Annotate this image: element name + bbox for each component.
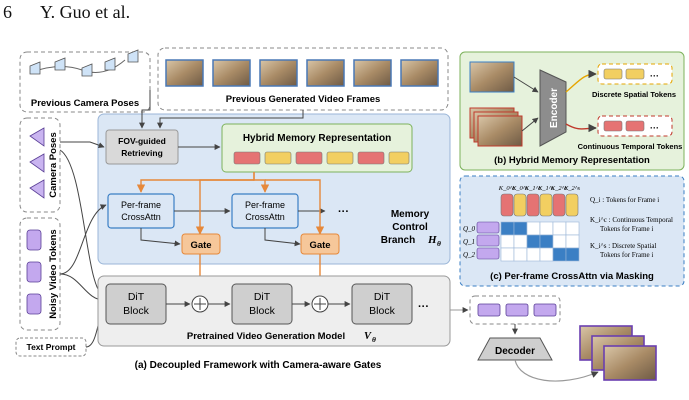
dit-ellipsis: ··· xyxy=(418,301,429,313)
legend-kc-line1: K_i^c : Continuous Temporal xyxy=(590,216,673,224)
previous-video-frames-box: Previous Generated Video Frames xyxy=(157,47,449,111)
hybrid-memory-label: Hybrid Memory Representation xyxy=(243,133,391,144)
dit-2-line2: Block xyxy=(249,305,275,317)
mask-col-2: K_1^c xyxy=(524,185,542,192)
encoder-block xyxy=(539,69,567,147)
add-node-2 xyxy=(311,295,329,313)
discrete-tokens-label: Discrete Spatial Tokens xyxy=(592,90,676,99)
output-frames xyxy=(579,325,657,381)
fov-retrieving-line1: FOV-guided xyxy=(118,136,166,146)
branch-ellipsis: ··· xyxy=(338,206,349,218)
gate-1-label: Gate xyxy=(190,240,211,251)
crossattn-1-line2: CrossAttn xyxy=(121,212,161,222)
gate-2: Gate xyxy=(300,233,340,255)
mask-row-1: Q_1 xyxy=(463,238,475,246)
crossattn-block-2: Per-frame CrossAttn xyxy=(231,193,299,229)
continuous-ellipsis: ··· xyxy=(650,123,659,133)
discrete-ellipsis: ··· xyxy=(650,71,659,81)
previous-camera-poses-label: Previous Camera Poses xyxy=(31,98,139,109)
decoder-block: Decoder xyxy=(477,337,553,361)
mask-col-4: K_2^c xyxy=(550,185,568,192)
crossattn-block-1: Per-frame CrossAttn xyxy=(107,193,175,229)
output-tokens-box xyxy=(469,295,561,325)
pretrained-model-label: Pretrained Video Generation Model xyxy=(187,331,345,342)
pretrained-subscript: θ xyxy=(372,335,376,344)
camera-poses-label: Camera Poses xyxy=(48,132,59,197)
dit-block-3: DiT Block xyxy=(351,283,413,325)
crossattn-2-line2: CrossAttn xyxy=(245,212,285,222)
previous-video-frames-label: Previous Generated Video Frames xyxy=(226,94,381,105)
panel-b: Encoder ··· Discrete Spatial Tokens ··· … xyxy=(459,51,685,171)
decoder-label: Decoder xyxy=(495,346,535,357)
dit-2-line1: DiT xyxy=(254,291,271,303)
branch-subscript: θ xyxy=(437,239,441,248)
previous-camera-poses-box: Previous Camera Poses xyxy=(19,49,151,113)
branch-line3: Branch xyxy=(381,235,415,246)
crossattn-2-line1: Per-frame xyxy=(245,200,285,210)
fov-retrieving-box: FOV-guided Retrieving xyxy=(105,129,179,165)
crossattn-1-line1: Per-frame xyxy=(121,200,161,210)
caption-c: (c) Per-frame CrossAttn via Masking xyxy=(490,271,654,282)
page-number: 6 xyxy=(3,2,12,22)
add-node-1 xyxy=(191,295,209,313)
dit-block-2: DiT Block xyxy=(231,283,293,325)
continuous-tokens-label: Continuous Temporal Tokens xyxy=(578,142,683,151)
caption-b: (b) Hybrid Memory Representation xyxy=(494,155,650,166)
branch-line1: Memory xyxy=(391,209,430,220)
encoder-label: Encoder xyxy=(549,88,560,128)
mask-row-0: Q_0 xyxy=(463,225,476,233)
page-header: 6 Y. Guo et al. xyxy=(0,0,689,40)
branch-line2: Control xyxy=(392,222,428,233)
dit-1-line1: DiT xyxy=(128,291,145,303)
dit-block-1: DiT Block xyxy=(105,283,167,325)
dit-1-line2: Block xyxy=(123,305,149,317)
running-head-authors: Y. Guo et al. xyxy=(40,2,131,22)
legend-ks-line2: Tokens for Frame i xyxy=(600,251,653,259)
branch-symbol: H xyxy=(427,234,437,246)
caption-a: (a) Decoupled Framework with Camera-awar… xyxy=(135,360,382,371)
dit-3-line1: DiT xyxy=(374,291,391,303)
hybrid-memory-box: Hybrid Memory Representation xyxy=(221,123,413,173)
gate-1: Gate xyxy=(181,233,221,255)
mask-col-3: K_1^s xyxy=(537,185,555,192)
legend-kc-line2: Tokens for Frame i xyxy=(600,225,653,233)
panel-c: K_0^c K_0^s K_1^c K_1^s K_2^c K_2^s Q_0 … xyxy=(459,175,685,287)
noisy-video-tokens-box: Noisy Video Tokens xyxy=(19,217,61,331)
memory-control-branch-label: Memory Control Branch H θ xyxy=(381,209,441,248)
pretrained-symbol: V xyxy=(364,331,372,342)
dit-3-line2: Block xyxy=(369,305,395,317)
mask-row-2: Q_2 xyxy=(463,251,476,259)
camera-poses-box: Camera Poses xyxy=(19,117,61,213)
fov-retrieving-line2: Retrieving xyxy=(121,148,163,158)
legend-ks-line1: K_i^s : Discrete Spatial xyxy=(590,242,657,250)
noisy-video-tokens-label: Noisy Video Tokens xyxy=(48,229,59,318)
mask-col-0: K_0^c xyxy=(498,185,516,192)
gate-2-label: Gate xyxy=(309,240,330,251)
text-prompt-box: Text Prompt xyxy=(15,337,87,357)
mask-col-1: K_0^s xyxy=(511,185,529,192)
mask-col-5: K_2^s xyxy=(563,185,581,192)
text-prompt-label: Text Prompt xyxy=(27,342,76,352)
legend-q: Q_i : Tokens for Frame i xyxy=(590,196,659,204)
